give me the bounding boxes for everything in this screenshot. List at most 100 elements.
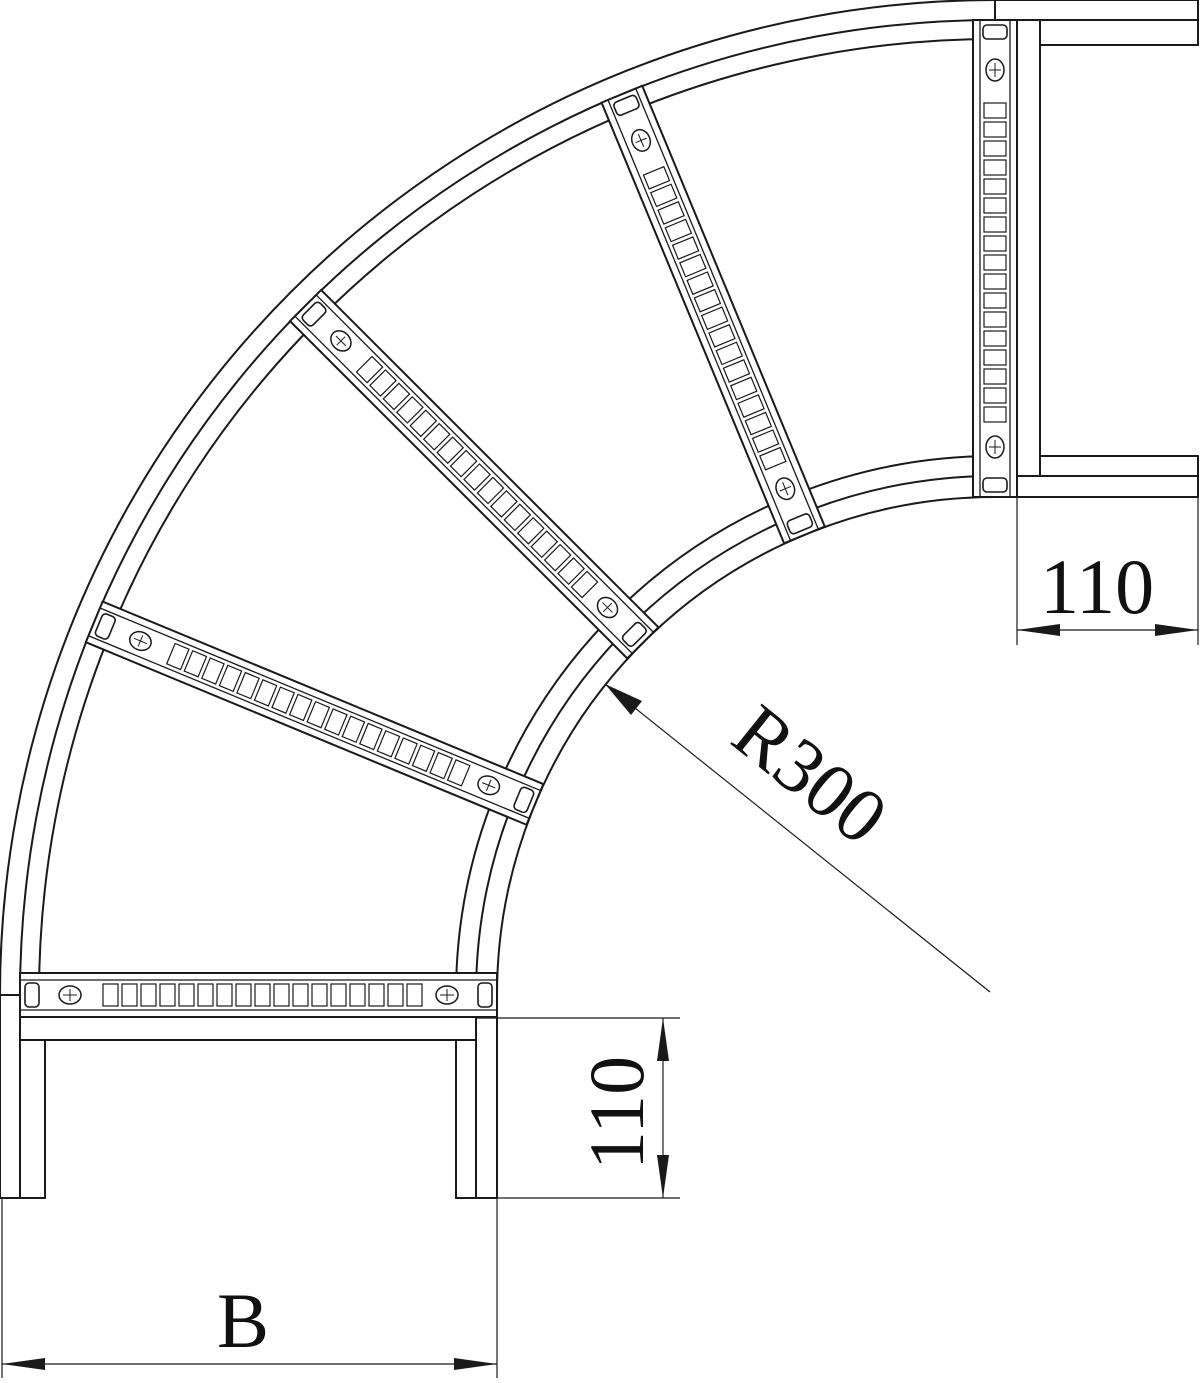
rung-slot (657, 201, 685, 225)
rung-body (600, 84, 827, 545)
rung-clip (982, 477, 1008, 493)
rung-slot (183, 649, 208, 678)
rung-edge (294, 315, 633, 654)
rung-slot (429, 751, 454, 780)
rung-slot (355, 355, 384, 384)
rung-slot (368, 983, 385, 1007)
rung-slot (253, 679, 278, 707)
rung-slot (311, 983, 328, 1007)
side-height-arrow-bottom (657, 1155, 669, 1198)
rung-clip (621, 621, 647, 647)
rung-slot (358, 722, 383, 751)
rung-slot (165, 642, 190, 671)
rung-slot (121, 983, 138, 1007)
top-width-label: 110 (1040, 543, 1154, 630)
bottom-width-dimension: B (1, 1198, 498, 1378)
rung-slot (983, 292, 1007, 309)
radius-label: R300 (717, 687, 903, 861)
rung-slot (395, 395, 424, 424)
side-height-arrow-top (657, 1018, 669, 1061)
bolt-cross (782, 482, 789, 496)
top-width-arrow-left (1017, 624, 1060, 636)
rung-slot (983, 254, 1007, 271)
rung-slot (446, 759, 471, 787)
rung-slot (983, 216, 1007, 233)
rung-slot (744, 411, 773, 436)
bottom-width-arrow-left (2, 1358, 45, 1370)
rung-slot (292, 983, 309, 1007)
rung-slot (178, 983, 195, 1007)
rung-slot (649, 183, 678, 208)
rung-clip (24, 982, 40, 1008)
rung-slot (411, 744, 436, 773)
rung-slot (489, 489, 518, 518)
rung-slot (983, 387, 1007, 404)
rung-slot (197, 983, 214, 1007)
rung-slot (751, 429, 780, 454)
top-width-arrow-right (1155, 624, 1198, 636)
rung-slot (557, 557, 586, 586)
side-height-dimension: 110 (476, 1017, 680, 1199)
radius-arrowhead (605, 684, 642, 715)
bottom-width-arrow-right (454, 1358, 497, 1370)
rung-slot (349, 983, 366, 1007)
rung-slot (503, 503, 532, 532)
rung-body (84, 600, 545, 827)
rung-slot (983, 406, 1007, 423)
rung-slot (394, 737, 418, 765)
rung-slot (664, 218, 693, 243)
rung-slot (722, 358, 751, 383)
rung-slot (737, 394, 765, 418)
bolt-cross (602, 602, 613, 613)
rung-slot (983, 121, 1007, 138)
rung-slot (273, 983, 290, 1007)
rung-slot (476, 476, 505, 505)
bolt-cross (482, 782, 496, 789)
rung-slot (449, 449, 478, 478)
rung-slot (422, 422, 451, 451)
rung-slot (382, 382, 411, 411)
rung-slot (341, 715, 366, 744)
rung-slot (671, 236, 700, 260)
rung-slot (715, 341, 744, 366)
rung-slot (570, 570, 599, 599)
rung-slot (406, 983, 423, 1007)
rung-edge (99, 607, 541, 792)
rung-clip (301, 301, 327, 327)
rung-slot (642, 165, 671, 190)
rung (288, 288, 660, 660)
rung-slot (330, 983, 347, 1007)
rung-slot (983, 102, 1007, 119)
rung-slot (288, 693, 313, 722)
rung-slot (983, 368, 1007, 385)
rung-slot (983, 273, 1007, 290)
rung-slot (983, 311, 1007, 328)
rung-slot (983, 140, 1007, 157)
rung-clip (94, 613, 116, 640)
rung-slot (686, 271, 714, 296)
rung-clip (477, 982, 493, 1008)
rung-slot (516, 516, 545, 545)
rung (972, 19, 1018, 498)
rung-slot (387, 983, 404, 1007)
rung-slot (679, 253, 707, 278)
bottom-width-label: B (217, 1277, 269, 1364)
rung-edge (315, 294, 654, 633)
rung-slot (693, 288, 722, 313)
rung-slot (983, 330, 1007, 347)
rung-slot (102, 983, 119, 1007)
rung-edge (607, 99, 792, 541)
rung-body (288, 288, 660, 660)
rung-slot (530, 530, 559, 559)
rungs (19, 19, 1018, 1018)
rung-slot (983, 197, 1007, 214)
rung (600, 84, 827, 545)
rung-slot (463, 463, 491, 491)
top-straight-section (994, 0, 1199, 498)
rung-slot (983, 159, 1007, 176)
rung-slot (983, 178, 1007, 195)
bolt-cross (335, 335, 347, 347)
rung-slot (201, 657, 225, 685)
rung-slot (983, 349, 1007, 366)
